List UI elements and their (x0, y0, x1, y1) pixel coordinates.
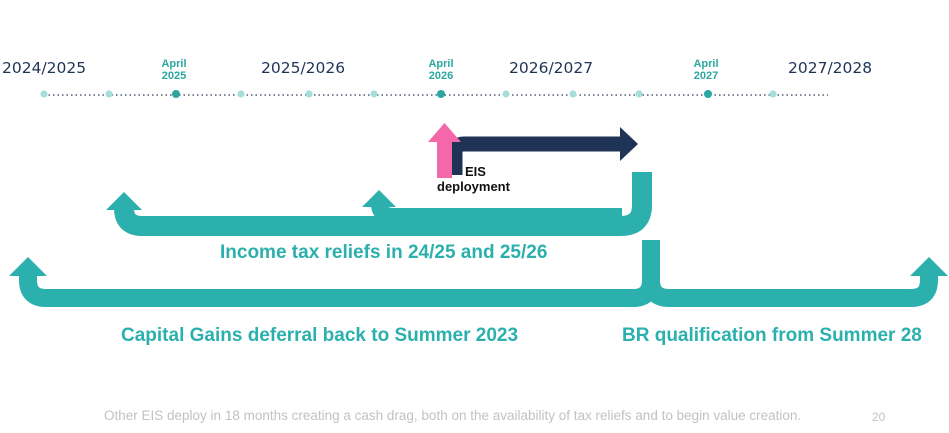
eis-deployment-label: EIS deployment (437, 164, 510, 194)
income-tax-bracket (106, 172, 652, 236)
timeline-dot (635, 90, 643, 98)
timeline-dot (502, 90, 510, 98)
timeline-dot (769, 90, 777, 98)
april-month: April (428, 58, 454, 70)
april-month: April (161, 58, 187, 70)
timeline-dot (105, 90, 113, 98)
timeline-dot (237, 90, 245, 98)
eis-deployment-arrows (428, 123, 638, 178)
income-tax-label: Income tax reliefs in 24/25 and 25/26 (220, 242, 548, 263)
year-label-2024-2025: 2024/2025 (2, 59, 87, 77)
timeline-dot-april (704, 90, 712, 98)
april-year: 2026 (428, 70, 454, 82)
year-label-2025-2026: 2025/2026 (261, 59, 346, 77)
eis-navy-arrow-line (447, 136, 622, 175)
eis-pink-arrow-shaft (437, 140, 452, 178)
timeline-dot (40, 90, 48, 98)
capital-gains-bracket (9, 240, 948, 307)
footer-note: Other EIS deploy in 18 months creating a… (104, 408, 802, 423)
april-2027-label: April 2027 (688, 58, 724, 82)
april-year: 2025 (161, 70, 187, 82)
year-label-2026-2027: 2026/2027 (509, 59, 594, 77)
capital-arrowhead-left (9, 257, 47, 276)
page-number: 20 (872, 410, 886, 424)
timeline-dot-april (437, 90, 445, 98)
income-arrowhead-mid (362, 190, 396, 207)
eis-navy-arrowhead (620, 127, 638, 161)
br-bracket-line (642, 271, 938, 307)
eis-pink-arrowhead (428, 123, 461, 142)
br-qualification-label: BR qualification from Summer 28 (622, 325, 922, 346)
eis-label-line1: EIS (465, 164, 486, 179)
income-arrowhead-left (106, 192, 142, 210)
timeline-dots (40, 90, 777, 98)
timeline-dot (370, 90, 378, 98)
capital-gains-label: Capital Gains deferral back to Summer 20… (121, 325, 519, 346)
income-inner-branch (371, 203, 622, 224)
br-arrowhead-right (910, 257, 948, 276)
timeline-dot-april (172, 90, 180, 98)
timeline-dot (569, 90, 577, 98)
april-year: 2027 (693, 70, 719, 82)
eis-label-line2: deployment (437, 179, 510, 194)
april-2026-label: April 2026 (423, 58, 459, 82)
year-label-2027-2028: 2027/2028 (788, 59, 873, 77)
timeline-dot (305, 90, 313, 98)
income-bracket-line (114, 172, 652, 236)
april-2025-label: April 2025 (156, 58, 192, 82)
april-month: April (693, 58, 719, 70)
